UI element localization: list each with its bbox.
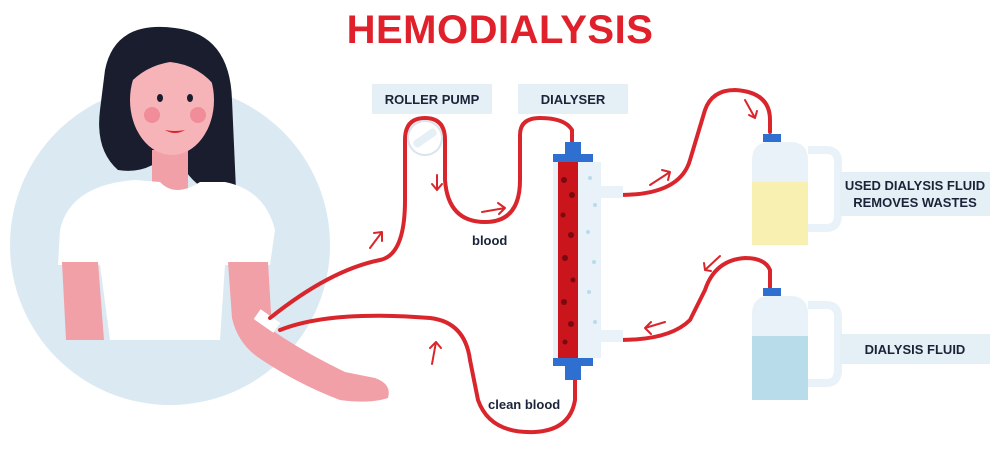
used-fluid-label-line1: USED DIALYSIS FLUID xyxy=(844,178,986,193)
dialyser-label-text: DIALYSER xyxy=(540,91,606,107)
dialyser-icon xyxy=(553,142,623,380)
used-fluid-label-line2: REMOVES WASTES xyxy=(853,195,977,210)
roller-pump-icon xyxy=(407,120,443,156)
dialysis-fluid-label-text: DIALYSIS FLUID xyxy=(864,341,966,357)
roller-pump-label: ROLLER PUMP xyxy=(372,84,492,114)
flow-arrow-icon xyxy=(369,99,758,365)
dialysis-fluid-jug-icon xyxy=(752,288,842,400)
patient-figure xyxy=(58,26,389,402)
used-fluid-jug-icon xyxy=(752,134,842,245)
dialyser-label: DIALYSER xyxy=(518,84,628,114)
blood-flow-label: blood xyxy=(472,233,508,248)
tubing xyxy=(268,87,772,435)
dialysis-fluid-label: DIALYSIS FLUID xyxy=(840,334,990,364)
clean-blood-flow-label: clean blood xyxy=(488,397,561,412)
used-fluid-label: USED DIALYSIS FLUID REMOVES WASTES xyxy=(840,172,990,216)
diagram-title: HEMODIALYSIS xyxy=(346,8,654,52)
roller-pump-label-text: ROLLER PUMP xyxy=(384,91,480,107)
